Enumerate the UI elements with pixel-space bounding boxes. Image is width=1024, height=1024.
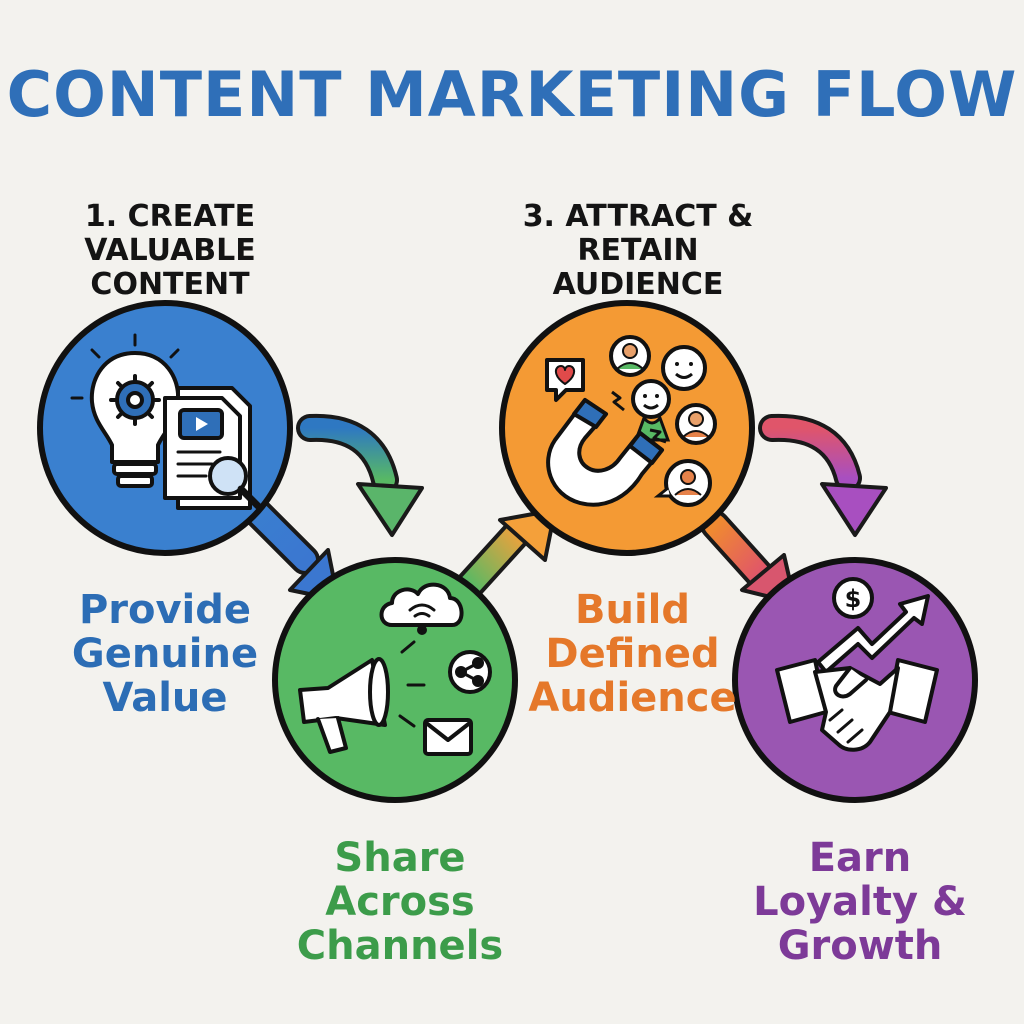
arrow-curved-attract-to-loyalty [758,413,888,537]
caption-create: Provide Genuine Value [55,588,275,720]
heart-chat-icon [545,358,585,402]
caption-line: Value [102,675,228,721]
growth-arrow-icon [816,594,930,674]
dollar-sign-glyph: $ [845,585,862,613]
caption-line: Share [334,835,466,881]
caption-line: Across [325,879,475,925]
arrow-curved-create-to-share [296,413,424,537]
envelope-icon [423,718,473,756]
step-heading-line: 1. CREATE [84,199,256,234]
dollar-coin-icon [832,577,874,619]
magnet-icon [546,390,667,507]
lightbulb-gear-icon [70,333,200,488]
step-heading-line: VALUABLE [84,233,256,268]
step-heading-line: 3. ATTRACT & [522,199,754,234]
page-title: CONTENT MARKETING FLOW [6,58,1018,131]
step-heading-create: 1. CREATE VALUABLE CONTENT [65,200,275,302]
caption-line: Earn [808,835,912,881]
caption-line: Build [574,587,691,633]
caption-line: Audience [528,675,737,721]
caption-line: Growth [777,923,943,969]
caption-share: Share Across Channels [285,836,515,968]
caption-line: Channels [296,923,504,969]
caption-attract: Build Defined Audience [520,588,745,720]
magnifier-icon [208,456,262,510]
cloud-wifi-icon [379,582,464,635]
caption-loyalty: Earn Loyalty & Growth [740,836,980,968]
user-chat-icon [653,459,712,507]
handshake-icon [775,658,939,752]
caption-line: Genuine [71,631,259,677]
step-heading-line: CONTENT [90,267,250,302]
caption-line: Provide [78,587,252,633]
step-heading-line: AUDIENCE [552,267,724,302]
caption-line: Loyalty & [753,879,967,925]
caption-line: Defined [545,631,720,677]
share-icon [448,650,492,694]
step-heading-attract: 3. ATTRACT & RETAIN AUDIENCE [518,200,758,302]
step-heading-line: RETAIN [577,233,699,268]
megaphone-icon [298,640,426,754]
